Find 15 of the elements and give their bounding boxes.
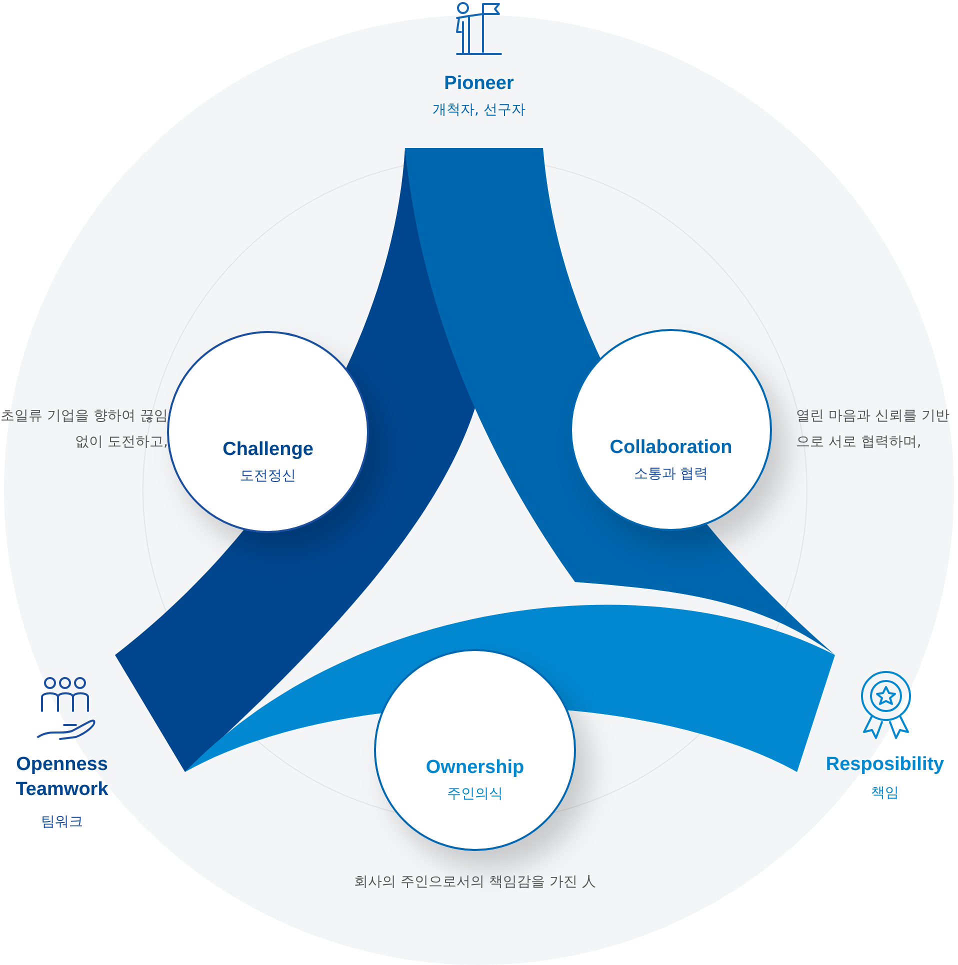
value-title: Challenge	[222, 439, 314, 461]
openness-title: Openness Teamwork	[14, 753, 110, 802]
pioneer-subtitle: 개척자, 선구자	[432, 101, 526, 120]
value-subtitle: 도전정신	[240, 467, 296, 485]
value-subtitle: 소통과 협력	[634, 465, 708, 483]
pioneer-title: Pioneer	[443, 72, 515, 96]
value-subtitle: 주인의식	[447, 785, 503, 803]
value-title: Collaboration	[610, 437, 732, 459]
description-text: 회사의 주인으로서의 책임감을 가진 人	[353, 873, 597, 892]
description-text: 열린 마음과 신뢰를 기반으로 서로 협력하며,	[796, 407, 950, 452]
value-title: Ownership	[426, 757, 524, 779]
responsibility-title: Resposibility	[824, 753, 946, 777]
teamwork-subtitle: 팀워크	[40, 813, 84, 832]
responsibility-subtitle: 책임	[870, 784, 900, 803]
description-text: 초일류 기업을 향하여 끊임없이 도전하고,	[0, 407, 168, 452]
